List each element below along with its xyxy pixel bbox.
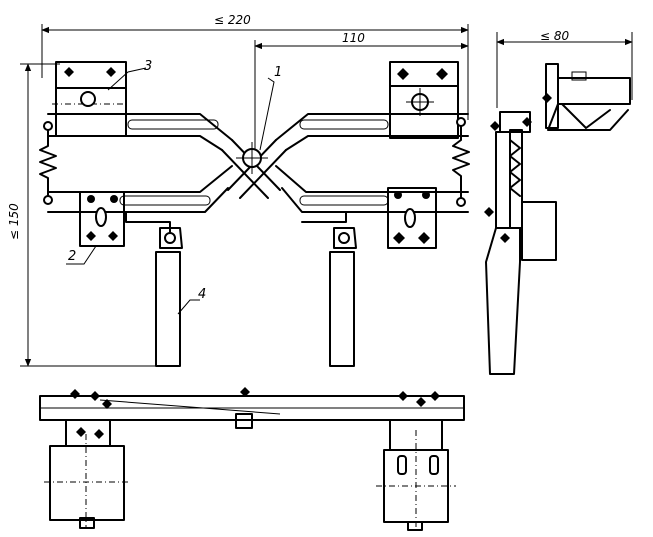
spring-right — [452, 117, 470, 207]
clamp-block-lower-left — [79, 191, 125, 247]
scissor-cross — [221, 139, 287, 199]
bracket-right — [301, 211, 347, 223]
dimension-label-overall-height: ≤ 150 — [7, 203, 21, 240]
callout-label-4: 4 — [198, 287, 206, 302]
callout-label-3: 3 — [144, 59, 152, 74]
plan-motor-left — [44, 419, 130, 529]
spring-left — [39, 121, 57, 205]
callout-label-2: 2 — [68, 249, 76, 264]
callout-2: 2 — [66, 245, 97, 265]
lower-arm-right — [275, 165, 469, 213]
clamp-block-upper-right — [389, 61, 459, 139]
handle-right — [329, 251, 355, 367]
callout-label-1: 1 — [274, 65, 282, 80]
dimension-label-side-width: ≤ 80 — [540, 29, 570, 43]
connector-head-left — [159, 227, 183, 249]
dimension-overall-width: ≤ 220 — [41, 13, 469, 120]
dimension-side-width: ≤ 80 — [496, 29, 633, 108]
plan-view — [39, 387, 465, 531]
callout-3: 3 — [107, 59, 152, 91]
upper-arm-left — [47, 113, 233, 151]
callout-4: 4 — [177, 287, 206, 315]
side-view — [484, 63, 631, 375]
upper-arm-right — [275, 113, 469, 151]
lower-arm-left — [47, 165, 233, 213]
connector-head-right — [333, 227, 357, 249]
dimension-overall-height: ≤ 150 — [7, 63, 160, 367]
plan-bolts — [70, 387, 440, 439]
callout-1: 1 — [259, 65, 282, 151]
dimension-half-width: 110 — [254, 31, 469, 155]
front-view — [39, 61, 470, 367]
dimension-label-half-width: 110 — [342, 31, 365, 45]
clamp-block-lower-right — [387, 187, 437, 249]
dimension-label-overall-width: ≤ 220 — [214, 13, 251, 27]
plan-motor-right — [376, 419, 456, 531]
clamp-block-upper-left — [52, 61, 130, 137]
handle-left — [155, 251, 181, 367]
